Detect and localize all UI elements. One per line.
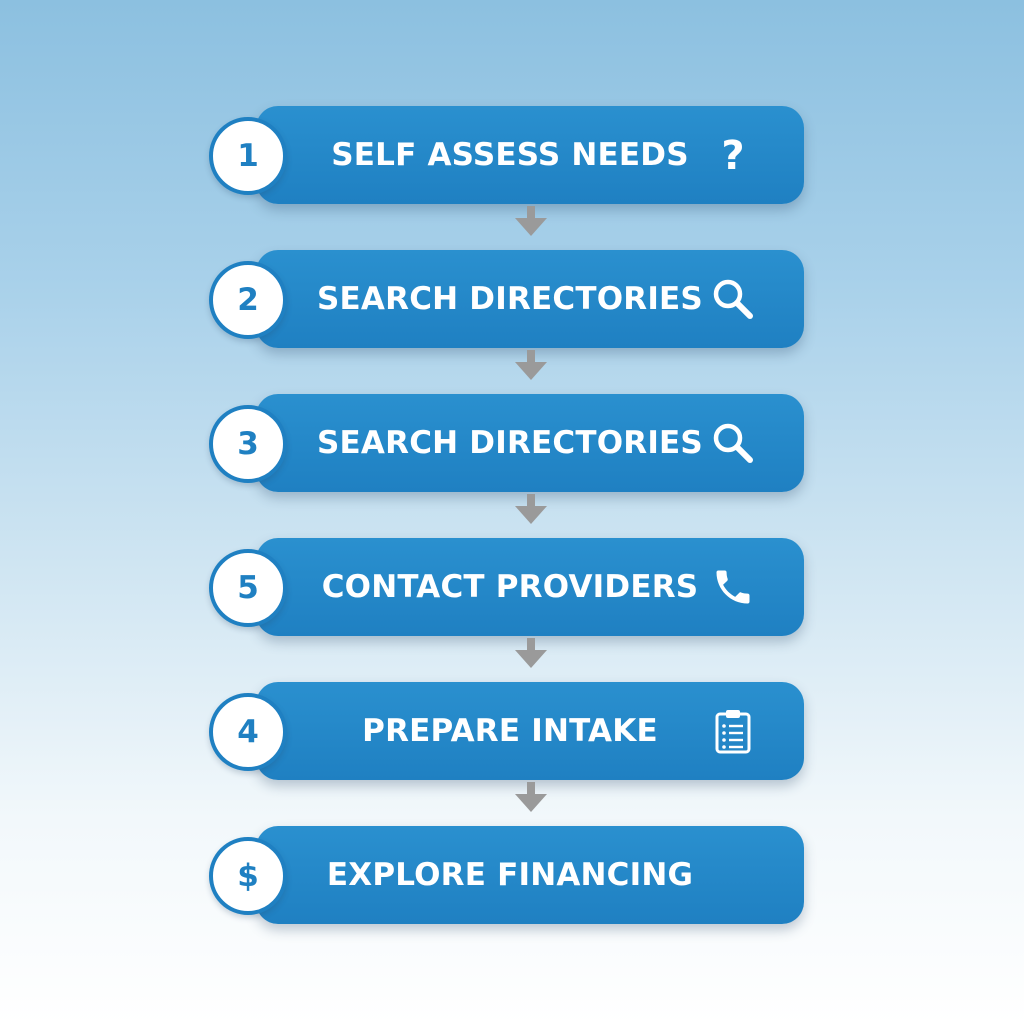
step-search-directories: SEARCH DIRECTORIES: [256, 394, 804, 492]
step-explore-financing: EXPLORE FINANCING: [256, 826, 804, 924]
step-label: SEARCH DIRECTORIES: [317, 281, 703, 317]
step-label: SEARCH DIRECTORIES: [317, 425, 703, 461]
step-label: SELF ASSESS NEEDS: [331, 137, 689, 173]
step-number-badge: 1: [209, 117, 287, 195]
step-contact-providers: CONTACT PROVIDERS: [256, 538, 804, 636]
step-label: CONTACT PROVIDERS: [321, 569, 699, 605]
step-number-badge: 4: [209, 693, 287, 771]
step-number-badge: 2: [209, 261, 287, 339]
step-label: EXPLORE FINANCING: [326, 857, 694, 893]
step-self-assess-needs: SELF ASSESS NEEDS ?: [256, 106, 804, 204]
step-number-badge: 5: [209, 549, 287, 627]
search-icon: [710, 276, 756, 322]
step-label: PREPARE INTAKE: [362, 713, 658, 749]
step-search-directories: SEARCH DIRECTORIES: [256, 250, 804, 348]
down-arrow-icon: [515, 494, 547, 524]
clipboard-icon: [710, 708, 756, 754]
down-arrow-icon: [515, 206, 547, 236]
dollar-badge: $: [209, 837, 287, 915]
down-arrow-icon: [515, 782, 547, 812]
search-icon: [710, 420, 756, 466]
down-arrow-icon: [515, 638, 547, 668]
question-icon: ?: [710, 132, 756, 178]
step-number-badge: 3: [209, 405, 287, 483]
down-arrow-icon: [515, 350, 547, 380]
step-prepare-intake: PREPARE INTAKE: [256, 682, 804, 780]
svg-text:?: ?: [721, 133, 744, 177]
phone-icon: [710, 564, 756, 610]
